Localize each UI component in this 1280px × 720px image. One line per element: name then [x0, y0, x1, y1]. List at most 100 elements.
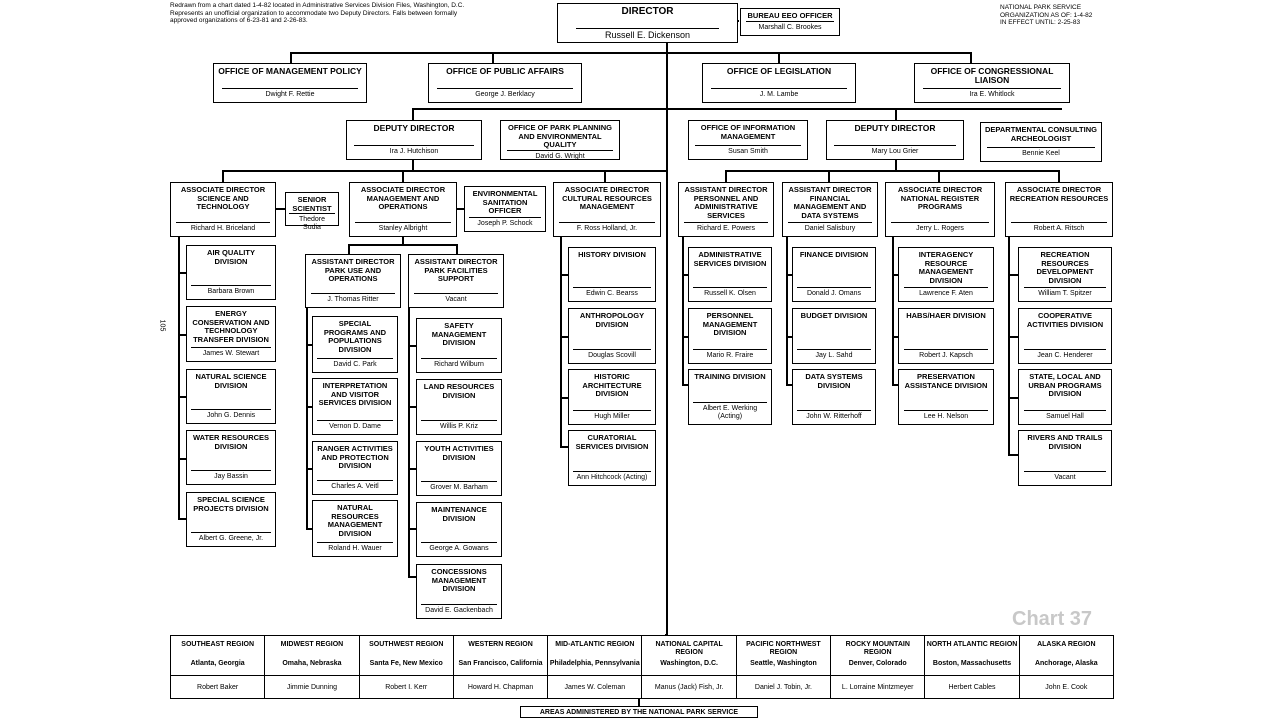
connector	[408, 406, 416, 408]
division-head: Robert J. Kapsch	[903, 349, 989, 363]
connector	[895, 160, 897, 172]
region-director: Herbert Cables	[925, 675, 1019, 698]
office-title: OFFICE OF PARK PLANNING AND ENVIRONMENTA…	[507, 123, 613, 149]
consulting-archeologist-box: DEPARTMENTAL CONSULTING ARCHEOLOGIST Ben…	[980, 122, 1102, 162]
division-box: TRAINING DIVISION Albert E. Werking (Acti…	[688, 369, 772, 425]
deputy-title: DEPUTY DIRECTOR	[854, 123, 936, 133]
division-box: RIVERS AND TRAILS DIVISION Vacant	[1018, 430, 1112, 486]
division-title: BUDGET DIVISION	[800, 311, 868, 320]
connector	[178, 272, 186, 274]
assoc-recreation-box: ASSOCIATE DIRECTOR RECREATION RESOURCES …	[1005, 182, 1113, 237]
division-head: Samuel Hall	[1023, 410, 1107, 424]
office-head: Dwight F. Rettie	[221, 88, 359, 102]
connector	[492, 52, 494, 64]
connector	[178, 458, 186, 460]
office-head: Susan Smith	[694, 145, 802, 159]
information-management-box: OFFICE OF INFORMATION MANAGEMENT Susan S…	[688, 120, 808, 160]
division-title: DATA SYSTEMS DIVISION	[805, 372, 863, 390]
division-title: INTERPRETATION AND VISITOR SERVICES DIVI…	[318, 381, 392, 407]
division-head: Vacant	[1023, 471, 1107, 485]
division-head: Donald J. Omans	[797, 287, 871, 301]
division-title: HISTORY DIVISION	[578, 250, 646, 259]
division-title: HISTORIC ARCHITECTURE DIVISION	[582, 372, 642, 398]
register-spine	[892, 237, 894, 385]
connector	[682, 384, 688, 386]
offices-connector	[290, 52, 970, 54]
assoc-title: SENIOR SCIENTIST	[292, 195, 332, 213]
office-management-policy-box: OFFICE OF MANAGEMENT POLICY Dwight F. Re…	[213, 63, 367, 103]
division-title: ANTHROPOLOGY DIVISION	[579, 311, 645, 329]
division-title: PERSONNEL MANAGEMENT DIVISION	[702, 311, 758, 337]
assoc-title: ASSISTANT DIRECTOR FINANCIAL MANAGEMENT …	[788, 185, 872, 220]
eeo-officer-name: Marshall C. Brookes	[745, 21, 835, 35]
connector	[306, 344, 312, 346]
connector	[1058, 170, 1060, 183]
cultural-spine	[560, 237, 562, 447]
division-head: Edwin C. Bearss	[573, 287, 651, 301]
region-name: SOUTHWEST REGION	[369, 641, 444, 648]
connector	[560, 397, 568, 399]
chart-number: Chart 37	[1012, 608, 1093, 630]
assoc-name: F. Ross Holland, Jr.	[559, 222, 655, 236]
division-title: SPECIAL PROGRAMS AND POPULATIONS DIVISIO…	[323, 319, 387, 354]
division-head: Russell K. Olsen	[693, 287, 767, 301]
region-director: Robert I. Kerr	[359, 675, 453, 698]
division-head: Albert E. Werking (Acting)	[693, 402, 767, 424]
assoc-title: ASSISTANT DIRECTOR PARK USE AND OPERATIO…	[311, 257, 395, 283]
division-head: Jean C. Henderer	[1023, 349, 1107, 363]
connector	[408, 576, 416, 578]
division-title: TRAINING DIVISION	[694, 372, 766, 381]
connector	[402, 237, 404, 245]
region-location: Anchorage, Alaska	[1034, 660, 1098, 667]
division-box: STATE, LOCAL AND URBAN PROGRAMS DIVISION…	[1018, 369, 1112, 425]
assoc-name: Robert A. Ritsch	[1011, 222, 1107, 236]
right-associates-connector	[725, 170, 1060, 172]
connector	[682, 274, 688, 276]
deputy-name: Mary Lou Grier	[833, 145, 957, 159]
office-title: OFFICE OF LEGISLATION	[726, 66, 832, 76]
region-location: San Francisco, California	[458, 660, 543, 667]
region-name: WESTERN REGION	[468, 641, 533, 648]
office-title: DEPARTMENTAL CONSULTING ARCHEOLOGIST	[985, 125, 1097, 143]
asst-financial-data-box: ASSISTANT DIRECTOR FINANCIAL MANAGEMENT …	[782, 182, 878, 237]
connector	[408, 528, 416, 530]
connector	[560, 274, 568, 276]
connector	[306, 406, 312, 408]
division-head: Vernon D. Dame	[317, 420, 393, 434]
region-name: ROCKY MOUNTAIN REGION	[845, 641, 910, 656]
assoc-title: ASSOCIATE DIRECTOR SCIENCE AND TECHNOLOG…	[180, 185, 266, 211]
division-title: MAINTENANCE DIVISION	[431, 505, 487, 523]
connector	[786, 274, 792, 276]
connector	[1008, 397, 1018, 399]
division-title: INTERAGENCY RESOURCE MANAGEMENT DIVISION	[918, 250, 974, 285]
division-title: FINANCE DIVISION	[799, 250, 869, 259]
assoc-science-technology-box: ASSOCIATE DIRECTOR SCIENCE AND TECHNOLOG…	[170, 182, 276, 237]
division-title: COOPERATIVE ACTIVITIES DIVISION	[1026, 311, 1104, 329]
division-head: David E. Gackenbach	[421, 604, 497, 618]
connector	[638, 698, 640, 706]
connector	[604, 170, 606, 183]
connector	[725, 170, 727, 183]
office-head: David G. Wright	[506, 149, 614, 164]
assoc-name: Thedore Sudia	[288, 213, 336, 235]
connector	[938, 170, 940, 183]
office-title: OFFICE OF MANAGEMENT POLICY	[218, 66, 362, 76]
office-congressional-liaison-box: OFFICE OF CONGRESSIONAL LIAISON Ira E. W…	[914, 63, 1070, 103]
source-note: Redrawn from a chart dated 1-4-82 locate…	[170, 2, 465, 24]
eeo-officer-title: BUREAU EEO OFFICER	[747, 11, 833, 20]
director-name: Russell E. Dickenson	[575, 28, 720, 42]
division-title: RIVERS AND TRAILS DIVISION	[1027, 433, 1103, 451]
region-director: John E. Cook	[1019, 675, 1113, 698]
region-director: Howard H. Chapman	[453, 675, 548, 698]
office-title: OFFICE OF PUBLIC AFFAIRS	[446, 66, 564, 76]
